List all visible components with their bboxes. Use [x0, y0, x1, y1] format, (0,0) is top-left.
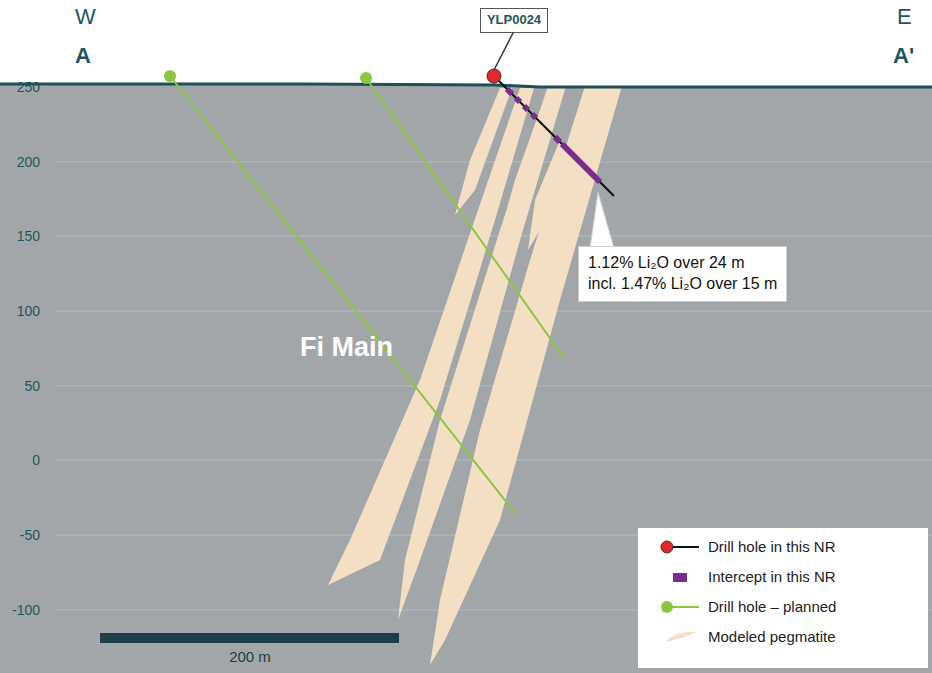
scale-label: 200 m: [229, 649, 271, 664]
node-text: 1.12% Li₂O over 24 m: [588, 253, 777, 274]
node-text: YLP0024: [487, 12, 541, 29]
legend-sample: [657, 536, 701, 558]
legend-text: Drill hole in this NR: [708, 539, 836, 554]
section-end: A: [75, 45, 91, 67]
hole-id-box: YLP0024: [480, 8, 548, 33]
section-end: A': [893, 45, 914, 67]
intercepts: [507, 89, 600, 182]
planned-holes: [170, 76, 564, 513]
assay-callout: 1.12% Li₂O over 24 mincl. 1.47% Li₂O ove…: [578, 246, 787, 302]
axis-tick: 100: [17, 304, 40, 318]
node-text: incl. 1.47% Li₂O over 15 m: [588, 274, 777, 295]
legend-text: Intercept in this NR: [708, 569, 836, 584]
axis-tick: 150: [17, 229, 40, 243]
scale-bar: [100, 633, 399, 643]
axis-tick: 200: [17, 155, 40, 169]
axis-tick: 250: [17, 80, 40, 94]
axis-tick: 0: [32, 453, 40, 467]
legend-swatch: [673, 573, 687, 582]
compass-east: E: [897, 6, 912, 28]
legend-sample: [657, 626, 701, 648]
axis-tick: -100: [12, 603, 40, 617]
compass-west: W: [75, 6, 96, 28]
pegmatite-bodies: [328, 86, 622, 665]
axis-tick: -50: [20, 528, 40, 542]
body-name: Fi Main: [300, 334, 393, 361]
legend-text: Modeled pegmatite: [708, 629, 836, 644]
legend-sample: [657, 596, 701, 618]
legend-text: Drill hole – planned: [708, 599, 836, 614]
axis-tick: 50: [24, 379, 40, 393]
